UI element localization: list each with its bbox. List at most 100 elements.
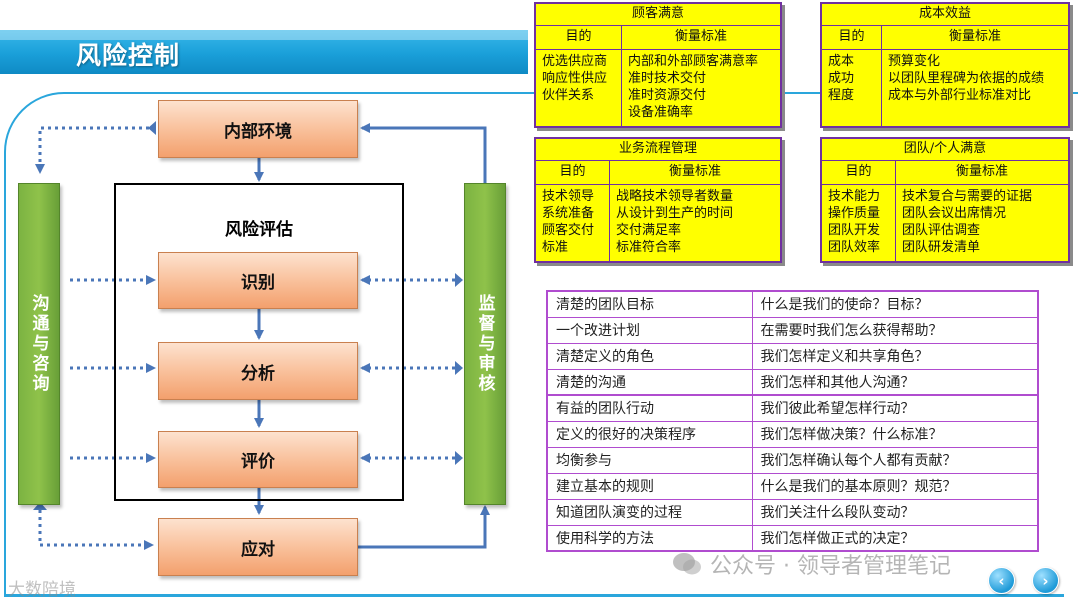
next-slide-button[interactable]: › <box>1032 567 1059 594</box>
process-measure-cell: 战略技术领导者数量 从设计到生产的时间 交付满足率 标准符合率 <box>610 185 780 261</box>
frame-bottom-line <box>4 594 1064 597</box>
question-text: 我们彼此希望怎样行动？ <box>751 394 1039 422</box>
question-text: 什么是我们的基本原则？规范？ <box>751 472 1039 500</box>
process-purpose-2: 系统准备 <box>542 206 595 221</box>
team-purpose-1: 技术能力 <box>828 189 881 204</box>
process-purpose-cell: 技术领导 系统准备 顾客交付 标准 <box>536 185 610 261</box>
cost-measure-3: 成本与外部行业标准对比 <box>888 88 1032 103</box>
question-topic: 清楚的沟通 <box>546 368 753 396</box>
process-table-title: 业务流程管理 <box>536 139 780 161</box>
team-col-purpose: 目的 <box>822 161 896 184</box>
title-bar-shine <box>0 30 528 40</box>
table-row: 清楚的团队目标 什么是我们的使命？目标？ <box>546 290 1039 318</box>
wechat-watermark: 公众号 · 领导者管理笔记 <box>672 548 951 580</box>
question-topic: 清楚定义的角色 <box>546 342 753 370</box>
corner-watermark: 大数陪境 <box>8 580 76 600</box>
question-topic: 使用科学的方法 <box>546 524 753 552</box>
table-row: 一个改进计划 在需要时我们怎么获得帮助？ <box>546 316 1039 344</box>
team-table-title: 团队/个人满意 <box>822 139 1068 161</box>
question-topic: 均衡参与 <box>546 446 753 474</box>
question-topic: 定义的很好的决策程序 <box>546 420 753 448</box>
team-table-header: 目的 衡量标准 <box>822 161 1068 185</box>
dotted-arrowhead-right-3 <box>455 451 463 465</box>
table-row: 清楚定义的角色 我们怎样定义和共享角色？ <box>546 342 1039 370</box>
process-purpose-4: 标准 <box>542 240 569 255</box>
risk-assessment-frame: 风险评估 <box>114 183 404 501</box>
table-row: 清楚的沟通 我们怎样和其他人沟通？ <box>546 368 1039 396</box>
process-measure-3: 交付满足率 <box>616 223 682 238</box>
prev-slide-button[interactable]: ‹ <box>988 567 1015 594</box>
cost-table-title: 成本效益 <box>822 4 1068 26</box>
risk-assessment-title: 风险评估 <box>225 220 293 240</box>
process-management-table: 业务流程管理 目的 衡量标准 技术领导 系统准备 顾客交付 标准 战略技术领导者… <box>534 137 782 263</box>
cost-purpose-1: 成本 <box>828 54 855 69</box>
team-col-measure: 衡量标准 <box>955 164 1008 179</box>
question-text: 什么是我们的使命？目标？ <box>751 290 1039 318</box>
wechat-icon <box>672 552 702 576</box>
cost-purpose-cell: 成本 成功 程度 <box>822 50 882 126</box>
question-topic: 有益的团队行动 <box>546 394 753 422</box>
dotted-arrowhead-right-1 <box>455 273 463 287</box>
cost-col-measure: 衡量标准 <box>948 29 1001 44</box>
cost-purpose-3: 程度 <box>828 88 855 103</box>
process-purpose-1: 技术领导 <box>542 189 595 204</box>
table-row: 有益的团队行动 我们彼此希望怎样行动？ <box>546 394 1039 422</box>
team-measure-3: 团队评估调查 <box>902 223 981 238</box>
team-purpose-4: 团队效率 <box>828 240 881 255</box>
question-text: 我们怎样确认每个人都有贡献？ <box>751 446 1039 474</box>
dotted-arrowhead-env <box>148 121 156 135</box>
cost-measure-cell: 预算变化 以团队里程碑为依据的成绩 成本与外部行业标准对比 <box>882 50 1068 126</box>
question-text: 我们关注什么段队变动？ <box>751 498 1039 526</box>
customer-purpose-2: 响应性供应 <box>542 71 608 86</box>
team-table-body: 技术能力 操作质量 团队开发 团队效率 技术复合与需要的证据 团队会议出席情况 … <box>822 185 1068 261</box>
cost-measure-1: 预算变化 <box>888 54 941 69</box>
team-measure-4: 团队研发清单 <box>902 240 981 255</box>
dotted-arrowhead-right-2 <box>455 361 463 375</box>
question-text: 我们怎样定义和共享角色？ <box>751 342 1039 370</box>
question-topic: 清楚的团队目标 <box>546 290 753 318</box>
dotted-env-to-comm <box>35 126 156 174</box>
dotted-comm-to-respond <box>38 510 154 550</box>
cost-table-body: 成本 成功 程度 预算变化 以团队里程碑为依据的成绩 成本与外部行业标准对比 <box>822 50 1068 126</box>
team-purpose-2: 操作质量 <box>828 206 881 221</box>
team-purpose-cell: 技术能力 操作质量 团队开发 团队效率 <box>822 185 896 261</box>
cost-purpose-2: 成功 <box>828 71 855 86</box>
process-measure-2: 从设计到生产的时间 <box>616 206 734 221</box>
table-row: 定义的很好的决策程序 我们怎样做决策？什么标准？ <box>546 420 1039 448</box>
customer-purpose-1: 优选供应商 <box>542 54 608 69</box>
identify-box: 识别 <box>158 252 358 309</box>
table-row: 建立基本的规则 什么是我们的基本原则？规范？ <box>546 472 1039 500</box>
customer-table-header: 目的 衡量标准 <box>536 26 780 50</box>
customer-table-title: 顾客满意 <box>536 4 780 26</box>
question-text: 我们怎样做决策？什么标准？ <box>751 420 1039 448</box>
customer-measure-cell: 内部和外部顾客满意率 准时技术交付 准时资源交付 设备准确率 <box>622 50 780 126</box>
customer-col-purpose: 目的 <box>536 26 622 49</box>
arrow-monitor-to-env <box>360 123 487 183</box>
cost-measure-2: 以团队里程碑为依据的成绩 <box>888 71 1045 86</box>
team-satisfaction-table: 团队/个人满意 目的 衡量标准 技术能力 操作质量 团队开发 团队效率 技术复合… <box>820 137 1070 263</box>
question-text: 我们怎样和其他人沟通？ <box>751 368 1039 396</box>
internal-environment-box: 内部环境 <box>158 100 358 158</box>
team-measure-2: 团队会议出席情况 <box>902 206 1007 221</box>
arrow-respond-to-monitor <box>358 505 490 549</box>
team-questions-table: 清楚的团队目标 什么是我们的使命？目标？ 一个改进计划 在需要时我们怎么获得帮助… <box>546 290 1039 552</box>
process-table-body: 技术领导 系统准备 顾客交付 标准 战略技术领导者数量 从设计到生产的时间 交付… <box>536 185 780 261</box>
title-bar: 风险控制 <box>0 30 528 74</box>
team-purpose-3: 团队开发 <box>828 223 881 238</box>
customer-purpose-3: 伙伴关系 <box>542 88 595 103</box>
table-row: 知道团队演变的过程 我们关注什么段队变动？ <box>546 498 1039 526</box>
customer-col-measure: 衡量标准 <box>674 29 727 44</box>
analyze-box: 分析 <box>158 342 358 400</box>
watermark-text: 公众号 · 领导者管理笔记 <box>710 554 951 579</box>
customer-measure-3: 准时资源交付 <box>628 88 707 103</box>
flow-connectors <box>33 121 490 550</box>
respond-box: 应对 <box>158 518 358 576</box>
question-topic: 建立基本的规则 <box>546 472 753 500</box>
team-measure-1: 技术复合与需要的证据 <box>902 189 1033 204</box>
cost-benefit-table: 成本效益 目的 衡量标准 成本 成功 程度 预算变化 以团队里程碑为依据的成绩 … <box>820 2 1070 128</box>
customer-measure-2: 准时技术交付 <box>628 71 707 86</box>
customer-measure-4: 设备准确率 <box>628 105 694 120</box>
process-table-header: 目的 衡量标准 <box>536 161 780 185</box>
process-measure-1: 战略技术领导者数量 <box>616 189 734 204</box>
cost-table-header: 目的 衡量标准 <box>822 26 1068 50</box>
